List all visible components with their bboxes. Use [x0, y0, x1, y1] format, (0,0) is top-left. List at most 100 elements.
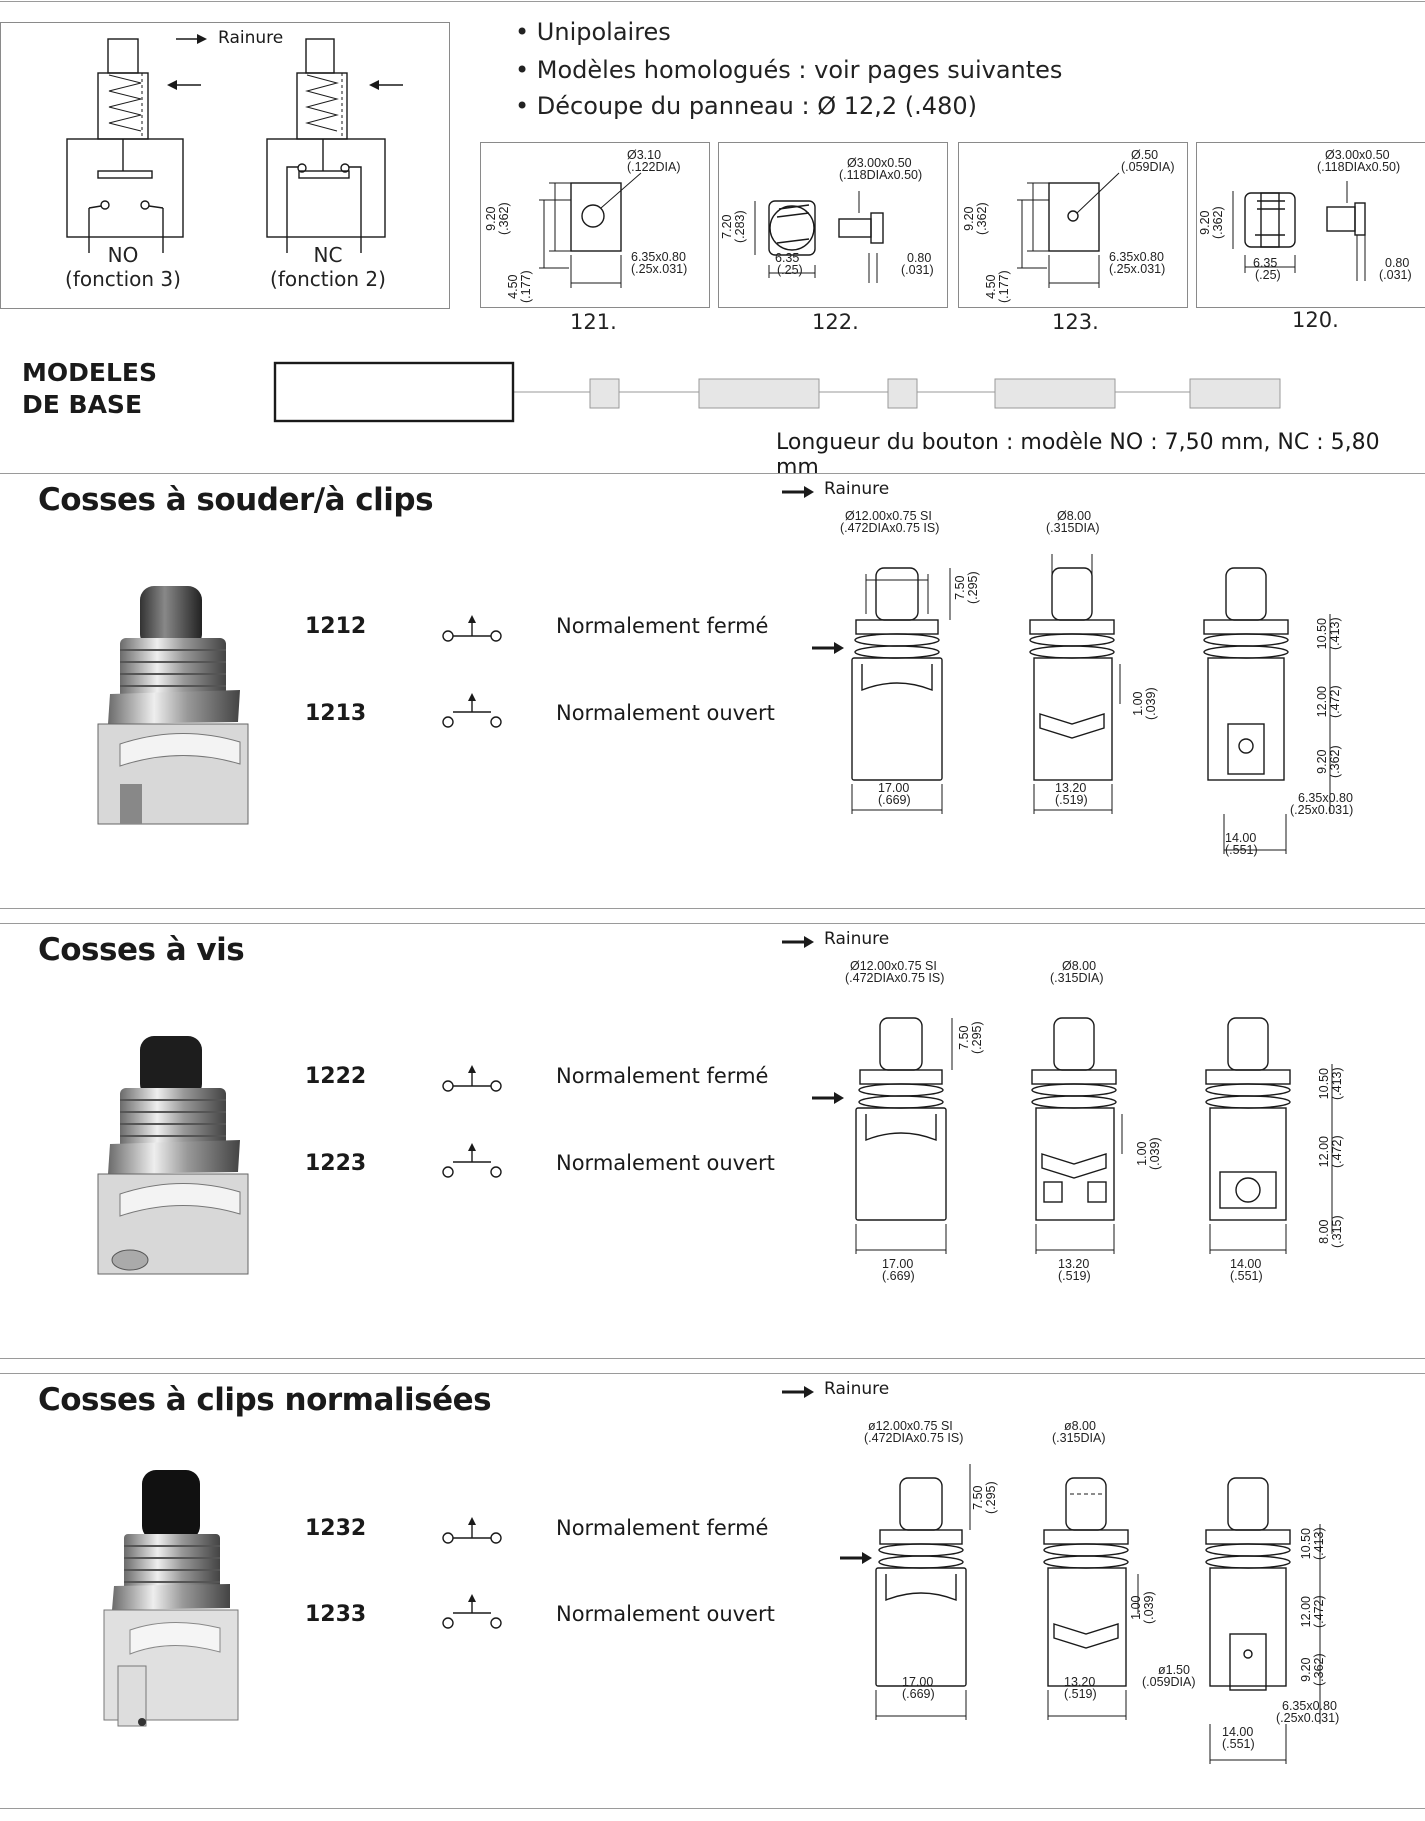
- dim-thread-in: (.472DIAx0.75 IS): [840, 521, 940, 535]
- dim-w3-in: (.551): [1225, 843, 1258, 857]
- dim-120-height: 9.20(.362): [1198, 206, 1225, 239]
- top-rule: [0, 1, 1425, 2]
- dim-thread-in: (.472DIAx0.75 IS): [864, 1431, 964, 1445]
- description: Normalement ouvert: [556, 1602, 775, 1626]
- dim-w2: 13.20: [1064, 1675, 1096, 1689]
- dim-thread-in: (.472DIAx0.75 IS): [845, 971, 945, 985]
- dim-121-tab: 6.35x0.80: [631, 250, 686, 264]
- groove-pointer-icon: [812, 642, 844, 654]
- groove-arrow-icon: [782, 486, 814, 498]
- section-1-top-rule: [0, 473, 1425, 474]
- section-2-bottom-rule: [0, 1358, 1425, 1359]
- dim-r1: 10.50(.413): [1299, 1527, 1326, 1560]
- dim-w1-in: (.669): [882, 1269, 915, 1283]
- groove-label: Rainure: [824, 929, 890, 949]
- dim-cap: Ø8.00: [1057, 509, 1092, 523]
- section-solder-clip: Cosses à souder/à clips 1212 1213 Normal…: [0, 474, 1425, 909]
- dim-thread: ø12.00x0.75 SI: [868, 1419, 953, 1433]
- dim-123-offset: 4.50(.177): [984, 270, 1011, 303]
- base-model-slot-main: [273, 361, 515, 423]
- dim-120-width-in: (.25): [1255, 268, 1281, 282]
- nc-symbol-icon: [442, 1065, 502, 1092]
- terminal-122-code: 122.: [812, 310, 859, 334]
- section-title: Cosses à vis: [38, 932, 245, 968]
- terminal-122-svg: [754, 191, 884, 283]
- base-models-title-2: DE BASE: [22, 390, 143, 419]
- dim-w2-in: (.519): [1064, 1687, 1097, 1701]
- dim-w3: 14.00: [1230, 1257, 1262, 1271]
- dim-r1: 10.50(.413): [1315, 617, 1342, 650]
- dim-h2: 1.00(.039): [1135, 1137, 1162, 1170]
- groove-label: Rainure: [218, 28, 284, 48]
- no-symbol-icon: [442, 1594, 502, 1629]
- base-model-slot-1: [589, 378, 620, 409]
- groove-arrow-icon: [782, 936, 814, 948]
- base-model-slot-4: [994, 378, 1116, 409]
- description: Normalement ouvert: [556, 1151, 775, 1175]
- dim-w3: 14.00: [1222, 1725, 1254, 1739]
- dim-thread: Ø12.00x0.75 SI: [845, 509, 932, 523]
- model-number: 1223: [305, 1151, 367, 1176]
- no-nc-schematic: [66, 34, 403, 253]
- nc-symbol-icon: [442, 1517, 502, 1544]
- dim-r2: 12.00(.472): [1317, 1135, 1344, 1168]
- dim-cap: Ø8.00: [1062, 959, 1097, 973]
- dim-h1: 7.50(.295): [957, 1021, 984, 1054]
- dim-120-thickness-in: (.031): [1379, 268, 1412, 282]
- terminal-120-svg: [1232, 181, 1366, 281]
- no-symbol-icon: [442, 1143, 502, 1178]
- dim-122-height: 7.20(.283): [720, 210, 747, 243]
- dim-h1: 7.50(.295): [953, 571, 980, 604]
- dim-w1-in: (.669): [902, 1687, 935, 1701]
- dim-123-height: 9.20(.362): [962, 202, 989, 235]
- dimension-drawing: [875, 1464, 1321, 1764]
- dim-r1: 10.50(.413): [1317, 1067, 1344, 1100]
- dim-120-hole-in: (.118DIAx0.50): [1317, 160, 1401, 174]
- base-model-selector: [273, 361, 1281, 423]
- groove-label: Rainure: [824, 479, 890, 499]
- dim-120-hole: Ø3.00x0.50: [1325, 148, 1390, 162]
- dim-h1: 7.50(.295): [971, 1481, 998, 1514]
- dim-123-hole-in: (.059DIA): [1121, 160, 1175, 174]
- base-model-slot-2: [698, 378, 820, 409]
- no-label: NO: [107, 243, 139, 267]
- model-number: 1222: [305, 1064, 367, 1089]
- dim-122-thickness: 0.80: [907, 251, 932, 265]
- terminal-123-svg: [1017, 172, 1120, 288]
- dim-121-hole-in: (.122DIA): [627, 160, 681, 174]
- terminal-121-drawing: Ø3.10 (.122DIA) 9.20(.362) 4.50(.177) 6.…: [480, 142, 710, 308]
- dim-122-width-in: (.25): [777, 263, 803, 277]
- section-title: Cosses à clips normalisées: [38, 1382, 492, 1418]
- nc-label: NC: [313, 243, 343, 267]
- section-3-top-rule: [0, 1373, 1425, 1374]
- dim-r4: 6.35x0.80: [1282, 1699, 1337, 1713]
- button-length-note: Longueur du bouton : modèle NO : 7,50 mm…: [776, 430, 1380, 480]
- terminal-121-code: 121.: [570, 310, 617, 334]
- dim-121-hole: Ø3.10: [627, 148, 662, 162]
- bullet-approved-models: • Modèles homologués : voir pages suivan…: [515, 56, 1063, 84]
- dim-w3: 14.00: [1225, 831, 1257, 845]
- model-number: 1212: [305, 614, 367, 639]
- dim-hole-in: (.059DIA): [1142, 1675, 1196, 1689]
- terminal-121-svg: [539, 172, 642, 288]
- dim-h2: 1.00(.039): [1131, 687, 1158, 720]
- dim-123-hole: Ø.50: [1131, 148, 1159, 162]
- dim-thread: Ø12.00x0.75 SI: [850, 959, 937, 973]
- no-symbol-icon: [442, 693, 502, 728]
- bottom-rule: [0, 1808, 1425, 1809]
- base-model-slot-3: [887, 378, 918, 409]
- dim-w2-in: (.519): [1058, 1269, 1091, 1283]
- description: Normalement fermé: [556, 1064, 769, 1088]
- terminal-123-drawing: Ø.50 (.059DIA) 9.20(.362) 4.50(.177) 6.3…: [958, 142, 1188, 308]
- dim-121-tab-in: (.25x.031): [631, 262, 688, 276]
- dim-w1: 17.00: [882, 1257, 914, 1271]
- dim-cap-in: (.315DIA): [1046, 521, 1100, 535]
- switch-photo: [97, 586, 249, 825]
- groove-pointer-icon: [840, 1552, 872, 1564]
- dim-w2-in: (.519): [1055, 793, 1088, 807]
- dim-120-width: 6.35: [1253, 256, 1278, 270]
- dim-122-width: 6.35: [775, 251, 800, 265]
- dim-121-height: 9.20(.362): [484, 202, 511, 235]
- dim-122-hole-in: (.118DIAx0.50): [839, 168, 923, 182]
- dim-120-thickness: 0.80: [1385, 256, 1410, 270]
